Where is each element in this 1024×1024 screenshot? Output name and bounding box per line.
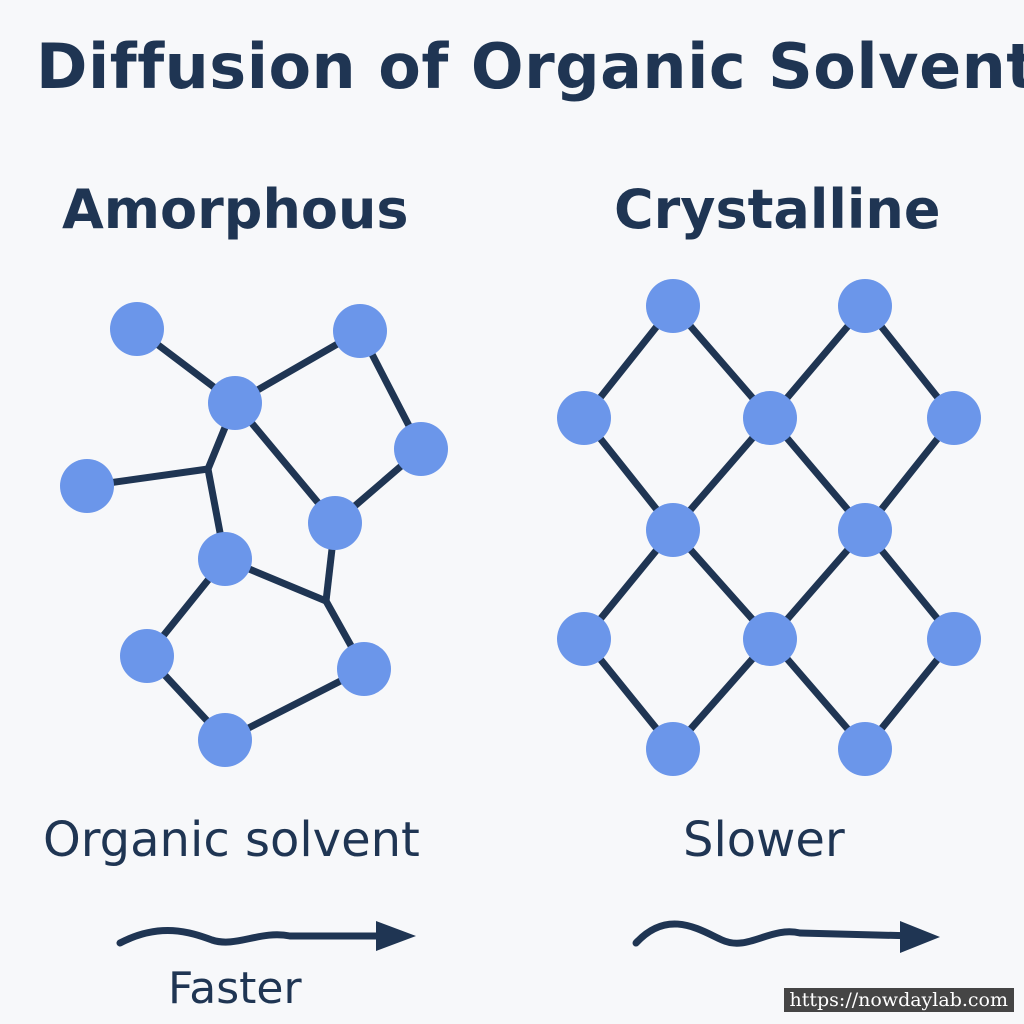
page-title: Diffusion of Organic Solvent [36, 30, 1024, 103]
amorphous-atom [120, 629, 174, 683]
organic-solvent-label: Organic solvent [43, 812, 420, 868]
crystalline-atoms [557, 279, 981, 776]
crystalline-atom [646, 279, 700, 333]
faster-label: Faster [168, 963, 302, 1014]
crystalline-atom [743, 391, 797, 445]
amorphous-atom [394, 422, 448, 476]
amorphous-atom [333, 304, 387, 358]
crystalline-atom [838, 503, 892, 557]
crystalline-atom [557, 391, 611, 445]
amorphous-atom [337, 642, 391, 696]
amorphous-atom [198, 713, 252, 767]
amorphous-atom [198, 532, 252, 586]
crystalline-atom [927, 612, 981, 666]
amorphous-heading: Amorphous [62, 178, 409, 241]
crystalline-lattice [580, 302, 958, 753]
amorphous-atom [208, 376, 262, 430]
crystalline-heading: Crystalline [614, 178, 941, 241]
slower-label: Slower [683, 812, 845, 868]
amorphous-atom [110, 302, 164, 356]
crystalline-atom [743, 612, 797, 666]
crystalline-atom [646, 722, 700, 776]
crystalline-atom [838, 279, 892, 333]
wavy-arrow-right-icon [632, 920, 940, 953]
crystalline-atom [927, 391, 981, 445]
wavy-arrow-right-icon [116, 921, 416, 951]
watermark-url: https://nowdaylab.com [783, 988, 1014, 1012]
amorphous-atom [308, 496, 362, 550]
amorphous-atoms [60, 302, 448, 767]
crystalline-atom [646, 503, 700, 557]
crystalline-atom [838, 722, 892, 776]
amorphous-atom [60, 459, 114, 513]
crystalline-atom [557, 612, 611, 666]
